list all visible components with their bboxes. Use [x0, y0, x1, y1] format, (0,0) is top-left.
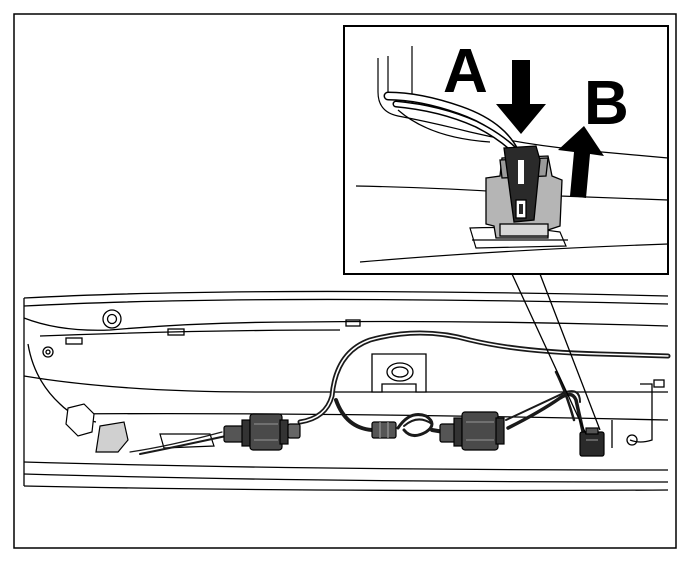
- fixing-hole: [42, 346, 54, 358]
- inset-connector: [485, 145, 563, 239]
- slot: [653, 379, 665, 388]
- centre-bracket: [371, 353, 427, 393]
- arrow-b-up-icon: [558, 126, 604, 198]
- panel-fixings: [42, 309, 665, 446]
- trim-panel: [23, 290, 669, 492]
- slot: [65, 337, 83, 345]
- slot: [345, 319, 361, 327]
- detail-inset: A B: [343, 25, 669, 275]
- arrow-a-down-icon: [496, 60, 546, 134]
- slot: [167, 328, 185, 336]
- cable-harness: [129, 330, 671, 455]
- callout-leader: [511, 273, 601, 435]
- connector-small: [371, 421, 397, 439]
- callout-label-b: B: [584, 69, 629, 138]
- connector-right-target: [579, 427, 605, 457]
- inset-cable: [383, 91, 524, 160]
- callout-label-a: A: [443, 37, 488, 106]
- connector-middle: [439, 411, 505, 451]
- screw-hole: [102, 309, 122, 329]
- connector-left: [223, 413, 301, 451]
- fixing-hole: [626, 434, 638, 446]
